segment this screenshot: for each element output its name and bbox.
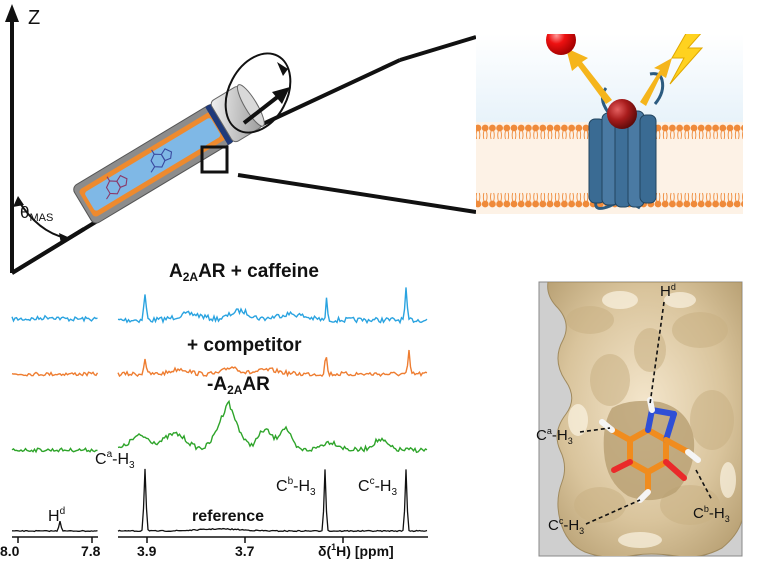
spin-indicator [224, 52, 292, 134]
zoom-line-top [399, 35, 477, 62]
excitation-arrow [640, 58, 672, 106]
emission-arrow [566, 48, 612, 104]
reference-label: reference [192, 508, 264, 525]
spectrum-reference-left [11, 521, 98, 533]
label-competitor: + competitor [187, 335, 302, 356]
theta-arrowhead-top [13, 196, 24, 207]
zoom-box [200, 145, 229, 174]
tick-label-8.0: 8.0 [0, 543, 20, 559]
z-arrowhead [5, 4, 19, 22]
theta-label: θMAS [20, 203, 53, 224]
ppm-axis-right: 3.9 3.7 δ(1H) [ppm] [118, 536, 428, 559]
spectrum-minus-left [11, 447, 98, 454]
spectrum-caffeine-left [11, 314, 98, 323]
tick-label-3.7: 3.7 [235, 543, 255, 559]
membrane-panel [476, 34, 743, 214]
spectrum-competitor-right [117, 349, 428, 378]
spectrum-reference-right [117, 468, 428, 533]
spectra-panel: A2AAR + caffeine + competitor -A2AAR Hd … [0, 261, 428, 559]
caffeine-molecule-icon [150, 148, 173, 173]
label-caffeine: A2AAR + caffeine [169, 261, 319, 284]
ppm-axis-left: 8.0 7.8 [0, 536, 101, 559]
peak-label-ca: Ca-H3 [95, 449, 135, 471]
peak-label-cc: Cc-H3 [358, 476, 397, 498]
released-ligand [546, 34, 576, 55]
peak-label-cb: Cb-H3 [276, 476, 316, 498]
lightning-bolt-icon [669, 34, 704, 85]
tick-label-7.8: 7.8 [81, 543, 101, 559]
bound-ligand [607, 99, 637, 129]
ppm-axis-title: δ(1H) [ppm] [318, 542, 394, 559]
label-minus-receptor: -A2AAR [207, 374, 270, 397]
z-label: Z [28, 7, 40, 29]
spectrum-minus-right [117, 399, 428, 454]
spectrum-competitor-left [11, 371, 99, 377]
surface-highlights [568, 291, 736, 548]
caffeine-stick-model [599, 397, 701, 503]
structure-label-hd: Hd [660, 282, 676, 300]
caffeine-molecule-icon [105, 174, 128, 200]
spectrum-caffeine-right [117, 287, 428, 325]
structure-label-cc: Cc-H3 [548, 516, 584, 536]
structure-label-ca: Ca-H3 [536, 426, 573, 446]
assignment-guides [579, 301, 713, 525]
rotation-axis-arrow [242, 93, 282, 125]
gpcr-receptor [588, 72, 665, 210]
structure-label-cb: Cb-H3 [693, 504, 730, 524]
surface-shading [566, 306, 734, 525]
mas-rotor [73, 84, 265, 224]
theta-arrowhead-bottom [59, 233, 70, 244]
binding-pocket-panel: Hd Ca-H3 Cb-H3 Cc-H3 [536, 281, 743, 557]
tick-label-3.9: 3.9 [137, 543, 157, 559]
rotation-axis-arrowhead [272, 87, 290, 104]
zoom-line-bottom [237, 173, 477, 214]
peak-label-hd: Hd [48, 506, 65, 525]
